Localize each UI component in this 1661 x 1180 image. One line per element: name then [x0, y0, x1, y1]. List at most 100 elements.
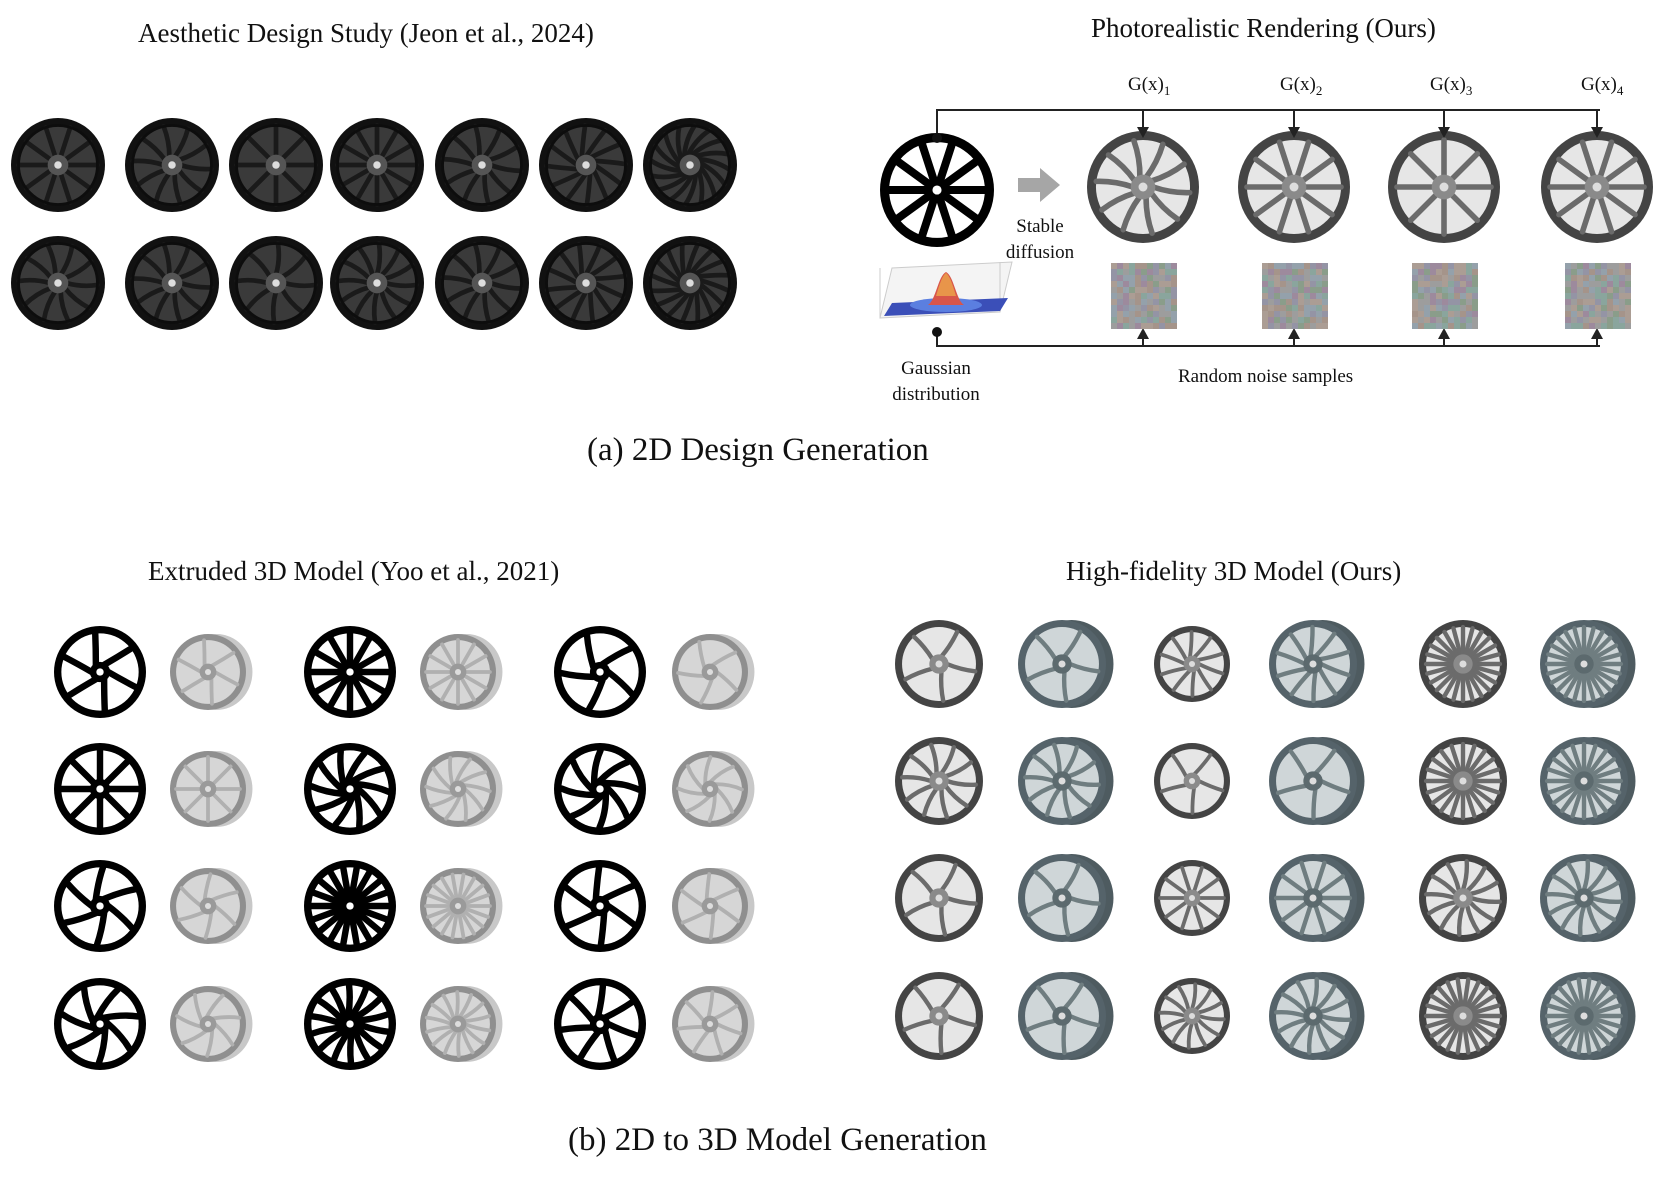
gaussian-label-line2: distribution — [892, 384, 980, 405]
wheel-icon — [1154, 860, 1230, 936]
wheel-icon — [420, 751, 503, 827]
stable-label-line2: diffusion — [1005, 242, 1075, 263]
wheel-icon — [895, 737, 983, 825]
caption-a: (a) 2D Design Generation — [587, 432, 929, 468]
wheel-icon — [1018, 972, 1114, 1060]
wheel-icon — [304, 978, 396, 1070]
wheel-icon — [1238, 131, 1350, 243]
arrowhead — [1591, 127, 1603, 138]
wheel-icon — [554, 860, 646, 952]
wheel-icon — [672, 751, 755, 827]
wheel-icon — [435, 118, 529, 212]
arrowhead — [1591, 328, 1603, 339]
wheel-icon — [1154, 978, 1230, 1054]
noise-label: Random noise samples — [1178, 366, 1354, 387]
wheel-icon — [1419, 620, 1507, 708]
wheel-icon — [229, 236, 323, 330]
wheel-icon — [125, 236, 219, 330]
noise-square — [1111, 263, 1177, 329]
wheel-icon — [1540, 620, 1636, 708]
arrowhead — [1288, 127, 1300, 138]
wheel-icon — [1540, 972, 1636, 1060]
noise-connector-line — [936, 333, 1600, 347]
wheel-icon — [304, 626, 396, 718]
aesthetic-study-title: Aesthetic Design Study (Jeon et al., 202… — [138, 18, 594, 48]
wheel-icon — [672, 986, 755, 1062]
stable-diffusion-label: Stable diffusion — [1000, 214, 1080, 266]
output-label-3: G(x)3 — [1430, 74, 1473, 98]
wheel-icon — [1018, 854, 1114, 942]
wheel-icon — [1087, 131, 1199, 243]
wheel-icon — [125, 118, 219, 212]
wheel-icon — [643, 118, 737, 212]
gaussian-label-line1: Gaussian — [901, 358, 971, 379]
noise-square — [1412, 263, 1478, 329]
junction-dot — [932, 133, 942, 143]
wheel-icon — [1540, 854, 1636, 942]
wheel-icon — [895, 972, 983, 1060]
wheel-icon — [1419, 854, 1507, 942]
wheel-icon — [304, 860, 396, 952]
wheel-icon — [672, 634, 755, 710]
wheel-icon — [170, 868, 253, 944]
wheel-icon — [880, 133, 994, 247]
gaussian-plot — [879, 261, 1013, 319]
arrowhead — [1137, 328, 1149, 339]
wheel-icon — [895, 854, 983, 942]
wheel-icon — [1018, 737, 1114, 825]
wheel-icon — [895, 620, 983, 708]
output-label-2: G(x)2 — [1280, 74, 1323, 98]
wheel-icon — [554, 743, 646, 835]
wheel-icon — [1419, 737, 1507, 825]
wheel-icon — [170, 751, 253, 827]
wheel-icon — [1154, 626, 1230, 702]
wheel-icon — [54, 860, 146, 952]
wheel-icon — [330, 118, 424, 212]
wheel-icon — [1269, 737, 1365, 825]
wheel-icon — [11, 236, 105, 330]
gaussian-label: Gaussian distribution — [876, 356, 996, 408]
wheel-icon — [672, 868, 755, 944]
wheel-icon — [54, 743, 146, 835]
noise-square — [1262, 263, 1328, 329]
wheel-icon — [170, 986, 253, 1062]
wheel-icon — [539, 236, 633, 330]
arrowhead — [1288, 328, 1300, 339]
wheel-icon — [1154, 743, 1230, 819]
wheel-icon — [1541, 131, 1653, 243]
wheel-icon — [54, 626, 146, 718]
diffusion-diagram — [879, 109, 1631, 347]
output-label-4: G(x)4 — [1581, 74, 1624, 98]
noise-square — [1565, 263, 1631, 329]
output-label-1: G(x)1 — [1128, 74, 1171, 98]
wheel-icon — [1540, 737, 1636, 825]
output-connector-line — [936, 109, 1600, 140]
wheel-icon — [539, 118, 633, 212]
photorealistic-title: Photorealistic Rendering (Ours) — [1091, 13, 1436, 43]
arrowhead — [1438, 328, 1450, 339]
wheel-icon — [330, 236, 424, 330]
wheel-icon — [420, 634, 503, 710]
noise-samples — [1111, 263, 1631, 329]
wheel-icon — [229, 118, 323, 212]
wheel-icon — [1419, 972, 1507, 1060]
wheel-icon — [1388, 131, 1500, 243]
high-fidelity-title: High-fidelity 3D Model (Ours) — [1066, 556, 1402, 586]
arrowhead — [1438, 127, 1450, 138]
wheel-icon — [643, 236, 737, 330]
wheel-icon — [1269, 854, 1365, 942]
wheel-icon — [554, 978, 646, 1070]
wheel-icon — [420, 868, 503, 944]
stable-label-line1: Stable — [1016, 216, 1064, 237]
wheel-grid-layer — [11, 118, 1653, 1070]
stable-diffusion-arrow — [1018, 168, 1060, 202]
wheel-icon — [54, 978, 146, 1070]
wheel-icon — [1269, 972, 1365, 1060]
caption-b: (b) 2D to 3D Model Generation — [568, 1122, 987, 1158]
gaussian-dot — [932, 327, 942, 337]
wheel-icon — [1018, 620, 1114, 708]
wheel-icon — [304, 743, 396, 835]
arrowhead — [1137, 127, 1149, 138]
wheel-icon — [435, 236, 529, 330]
